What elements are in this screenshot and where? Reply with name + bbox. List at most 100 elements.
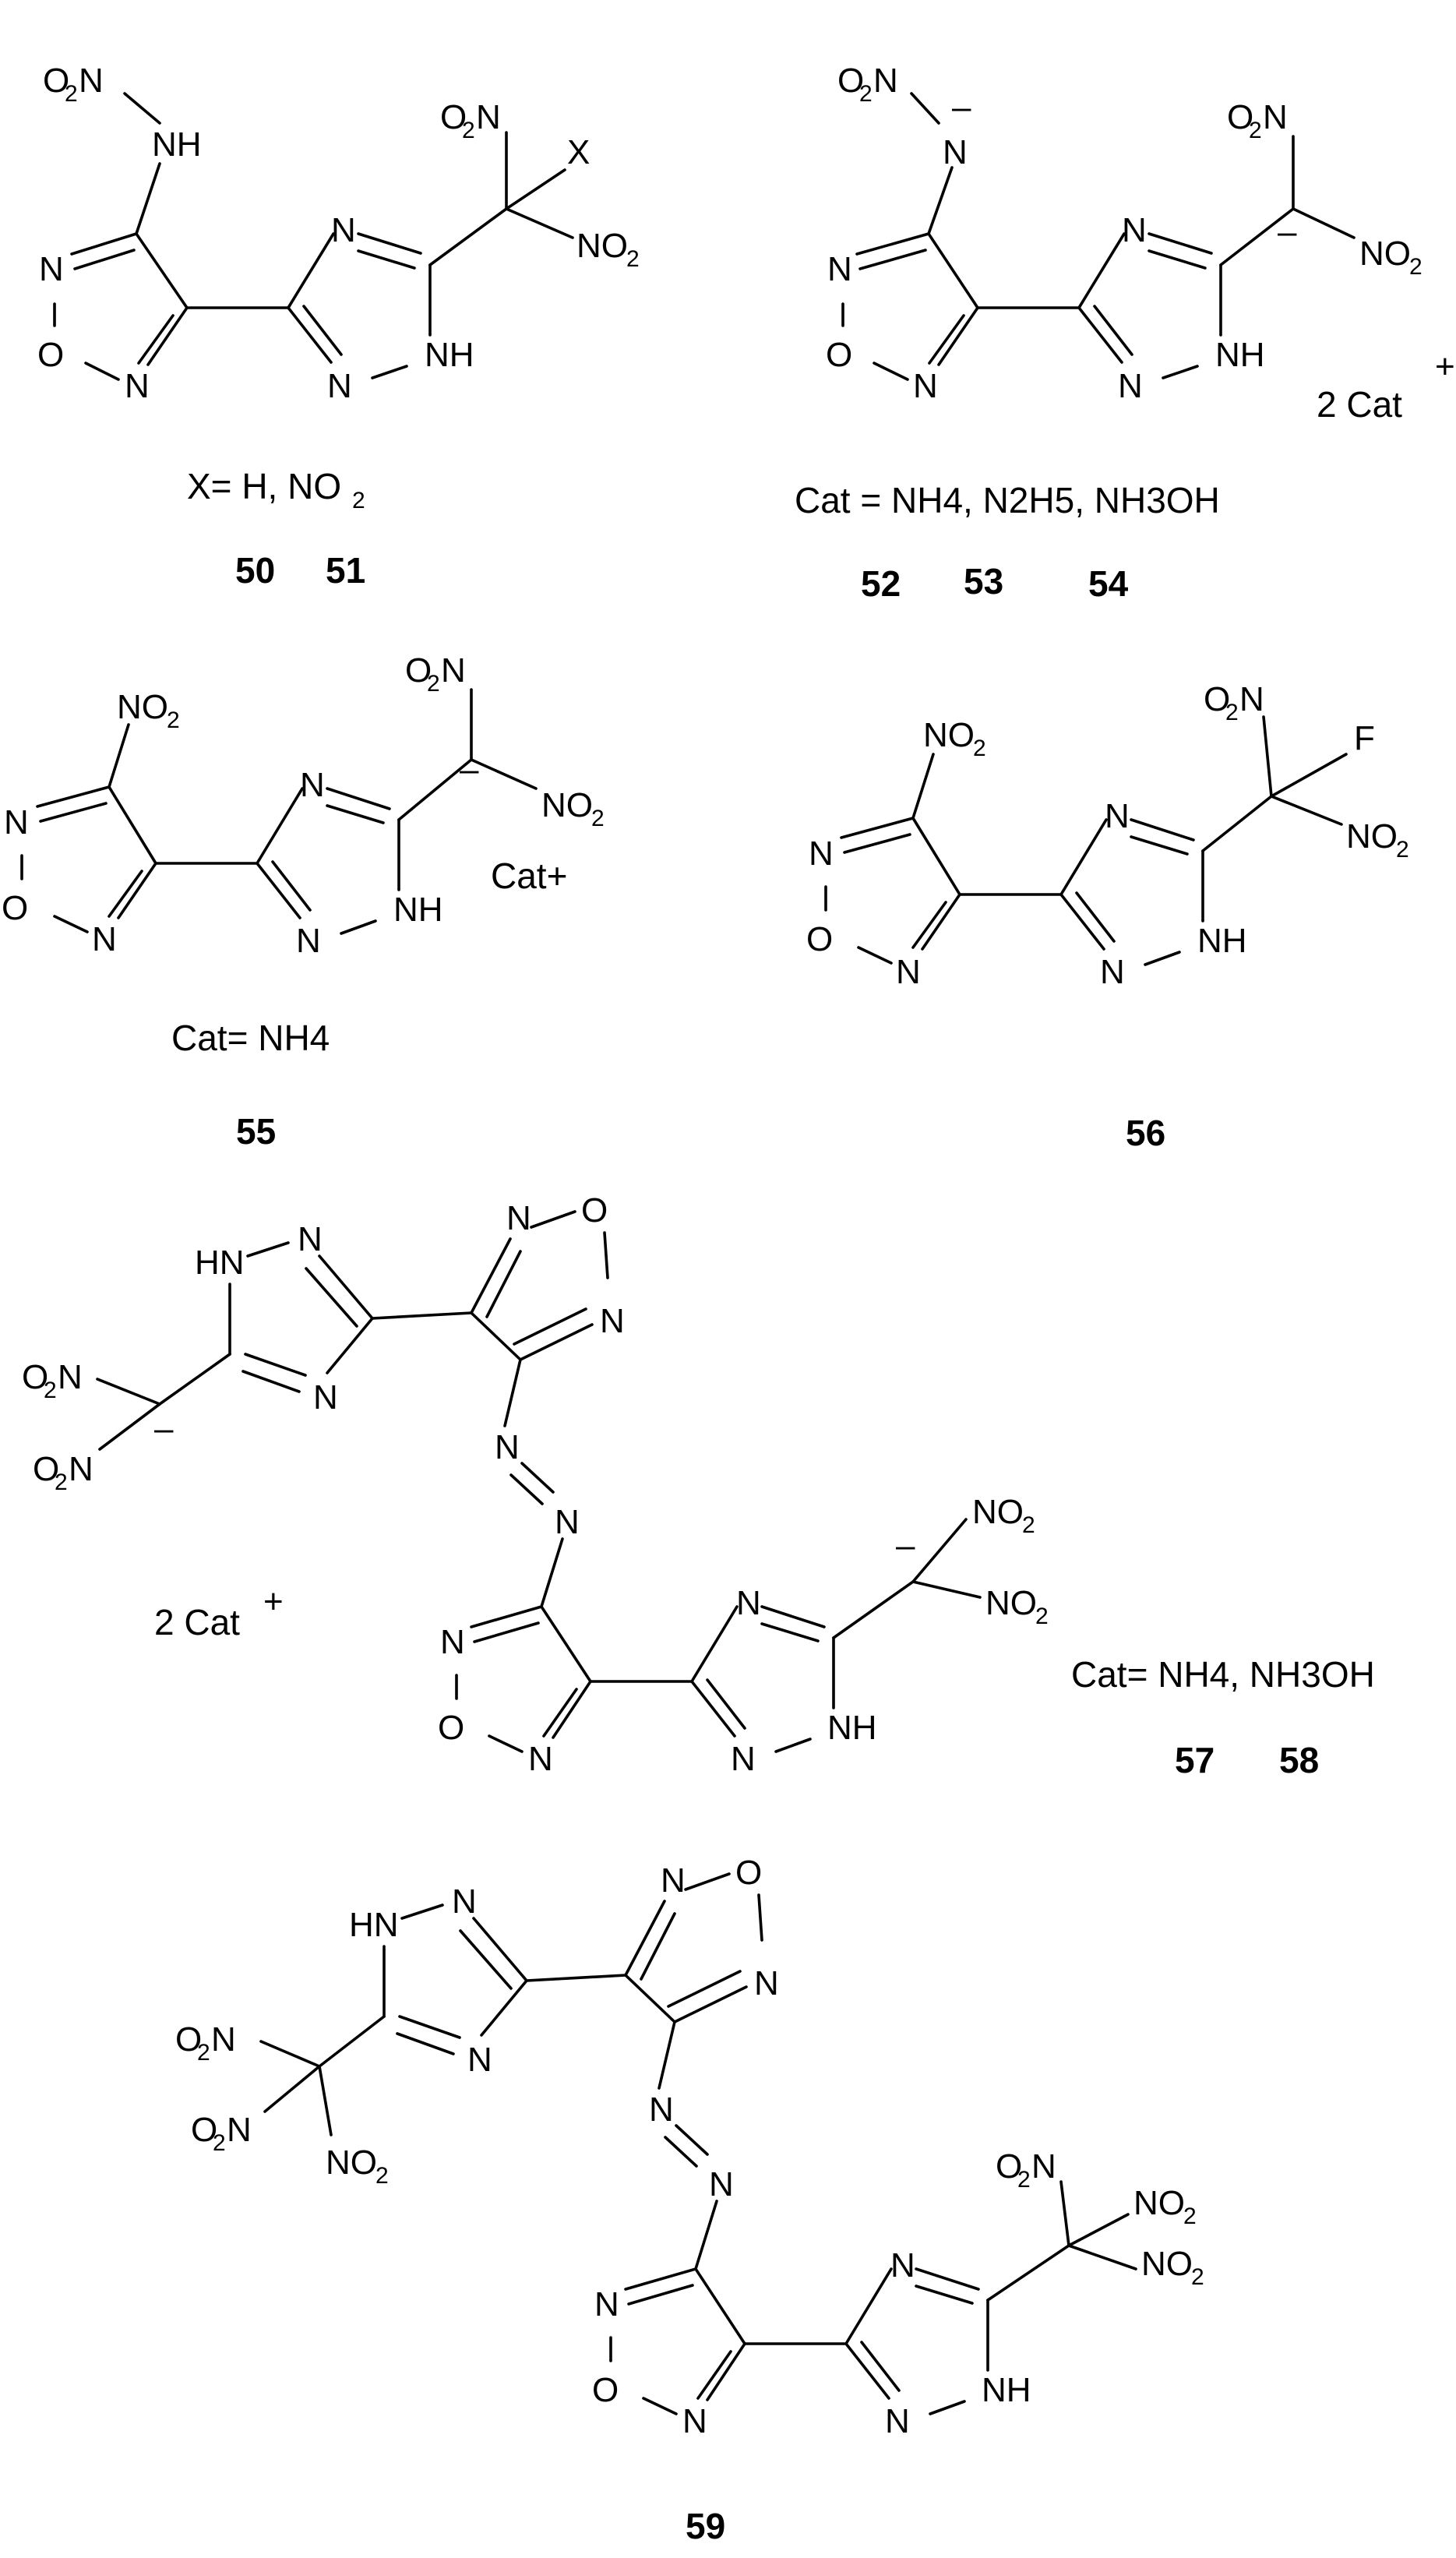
svg-text:O: O [837, 62, 864, 100]
svg-text:O: O [405, 651, 432, 690]
svg-text:X: X [567, 133, 590, 171]
svg-text:O: O [826, 336, 852, 374]
svg-text:2: 2 [1249, 118, 1262, 143]
svg-text:–: – [1278, 213, 1297, 251]
cat-label-57-58: Cat= NH4, NH3OH [1071, 1654, 1375, 1695]
svg-text:O: O [806, 920, 833, 958]
svg-text:N: N [1105, 797, 1130, 835]
svg-text:N: N [331, 211, 356, 249]
svg-text:N: N [79, 62, 104, 100]
svg-text:O: O [581, 1191, 608, 1230]
svg-text:O: O [996, 2147, 1022, 2186]
svg-text:N: N [736, 1584, 761, 1622]
svg-text:NO: NO [117, 688, 168, 726]
counterion-55: Cat+ [491, 856, 567, 896]
svg-text:NO: NO [923, 716, 975, 754]
svg-text:–: – [460, 750, 479, 789]
svg-text:2: 2 [1409, 254, 1423, 280]
svg-text:O: O [175, 2020, 202, 2059]
svg-text:NO: NO [1141, 2245, 1193, 2283]
compound-number-57: 57 [1175, 1740, 1215, 1780]
svg-text:N: N [211, 2020, 236, 2059]
svg-text:2: 2 [1191, 2264, 1204, 2290]
svg-text:N: N [69, 1450, 93, 1488]
svg-text:2: 2 [1225, 700, 1239, 725]
svg-text:N: N [1118, 367, 1143, 405]
svg-text:O: O [33, 1450, 59, 1488]
furazan-ring [53, 232, 189, 381]
svg-text:–: – [952, 88, 971, 126]
svg-text:NH: NH [982, 2371, 1031, 2409]
svg-text:N: N [441, 651, 466, 690]
svg-text:N: N [943, 133, 968, 171]
svg-text:N: N [300, 766, 325, 804]
svg-text:–: – [896, 1526, 915, 1565]
svg-text:+: + [263, 1582, 284, 1621]
svg-text:2: 2 [65, 81, 78, 107]
svg-text:NH: NH [393, 891, 443, 929]
svg-text:O: O [22, 1358, 48, 1396]
svg-text:N: N [594, 2285, 619, 2323]
svg-text:NO: NO [576, 227, 628, 265]
svg-text:NO: NO [1359, 235, 1411, 273]
svg-text:O: O [438, 1709, 464, 1747]
svg-text:O: O [37, 336, 64, 374]
cat-label-55: Cat= NH4 [171, 1018, 330, 1058]
svg-text:2: 2 [427, 671, 440, 697]
svg-text:N: N [227, 2111, 252, 2149]
svg-text:N: N [890, 2246, 915, 2285]
svg-text:N: N [682, 2402, 707, 2440]
svg-text:N: N [731, 1740, 756, 1778]
svg-text:N: N [827, 250, 852, 288]
svg-text:HN: HN [195, 1244, 245, 1282]
svg-text:N: N [873, 62, 898, 100]
x-label-subscript: 2 [352, 488, 365, 513]
svg-text:N: N [809, 834, 834, 873]
svg-text:N: N [506, 1199, 531, 1237]
svg-text:N: N [440, 1623, 465, 1661]
svg-text:NH: NH [425, 336, 474, 374]
svg-text:N: N [125, 367, 150, 405]
svg-text:NH: NH [1197, 922, 1247, 960]
svg-text:2: 2 [973, 736, 986, 761]
svg-text:N: N [313, 1378, 338, 1417]
svg-text:+: + [1435, 348, 1455, 386]
svg-text:2: 2 [1017, 2167, 1031, 2193]
svg-text:N: N [476, 98, 501, 136]
x-label: X= H, NO [187, 466, 341, 506]
svg-text:O: O [2, 889, 28, 927]
svg-text:2: 2 [55, 1470, 68, 1495]
compound-number-52: 52 [861, 563, 901, 604]
svg-text:–: – [154, 1410, 174, 1448]
svg-text:2: 2 [1396, 837, 1409, 863]
svg-text:N: N [754, 1964, 779, 2002]
svg-text:N: N [896, 953, 921, 991]
svg-text:2: 2 [375, 2163, 389, 2189]
svg-text:N: N [58, 1358, 83, 1396]
svg-text:NO: NO [972, 1493, 1024, 1531]
svg-text:N: N [709, 2165, 734, 2203]
svg-text:O: O [1204, 680, 1230, 718]
svg-text:N: N [1100, 953, 1125, 991]
svg-text:O: O [1227, 98, 1253, 136]
svg-text:O: O [735, 1854, 762, 1892]
svg-text:NH: NH [152, 125, 202, 164]
triazole-ring [287, 232, 432, 379]
svg-text:N: N [327, 367, 352, 405]
svg-text:NO: NO [1346, 817, 1398, 856]
svg-text:2: 2 [1183, 2203, 1197, 2229]
svg-text:2: 2 [626, 246, 640, 272]
compound-number-50: 50 [235, 550, 275, 591]
svg-text:N: N [1122, 211, 1147, 249]
svg-text:N: N [555, 1503, 580, 1541]
compound-number-56: 56 [1126, 1113, 1165, 1153]
svg-text:O: O [191, 2111, 217, 2149]
svg-text:O: O [440, 98, 467, 136]
svg-text:HN: HN [349, 1906, 399, 1944]
svg-text:2: 2 [462, 118, 475, 143]
compound-number-58: 58 [1279, 1740, 1319, 1780]
